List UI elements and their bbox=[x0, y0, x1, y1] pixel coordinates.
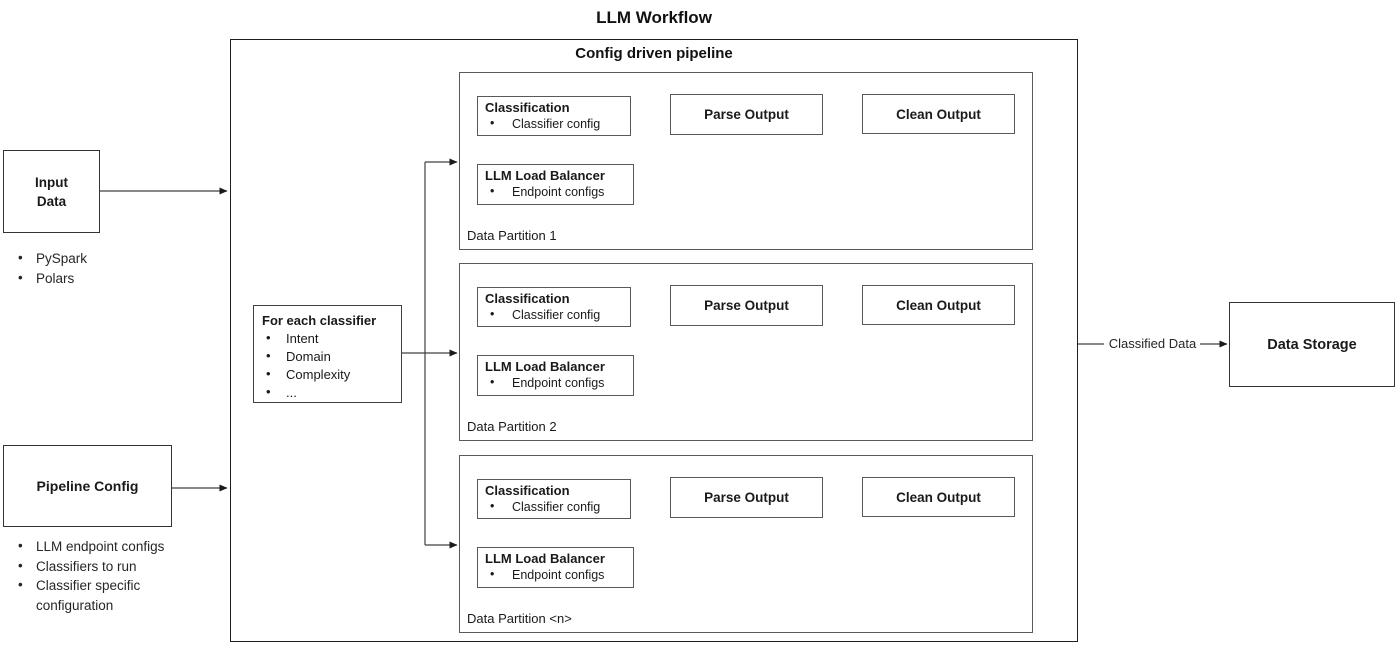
clean-output-box: Clean Output bbox=[862, 477, 1015, 517]
input-data-bullet-list: PySpark Polars bbox=[14, 248, 214, 289]
clean-output-box: Clean Output bbox=[862, 94, 1015, 134]
list-item: Endpoint configs bbox=[485, 566, 633, 583]
llm-load-balancer-box: LLM Load Balancer Endpoint configs bbox=[477, 547, 634, 588]
llm-load-balancer-box: LLM Load Balancer Endpoint configs bbox=[477, 164, 634, 205]
pipeline-box-label: Config driven pipeline bbox=[575, 45, 733, 62]
data-partition-1-box: Classification Classifier config LLM Loa… bbox=[459, 72, 1033, 250]
page-title: LLM Workflow bbox=[596, 8, 712, 27]
pipeline-config-bullet-list: LLM endpoint configs Classifiers to run … bbox=[14, 536, 184, 615]
list-item: Endpoint configs bbox=[485, 374, 633, 391]
classification-box: Classification Classifier config bbox=[477, 287, 631, 327]
classification-title: Classification bbox=[485, 483, 570, 498]
data-storage-box: Data Storage bbox=[1229, 302, 1395, 387]
data-partition-2-box: Classification Classifier config LLM Loa… bbox=[459, 263, 1033, 441]
list-item: Classifier config bbox=[485, 306, 630, 323]
list-item: Endpoint configs bbox=[485, 183, 633, 200]
config-driven-pipeline-box: Config driven pipeline bbox=[230, 39, 1078, 642]
partition-label: Data Partition <n> bbox=[467, 611, 572, 626]
data-partition-n-box: Classification Classifier config LLM Loa… bbox=[459, 455, 1033, 633]
llm-load-balancer-title: LLM Load Balancer bbox=[485, 168, 605, 183]
clean-output-box: Clean Output bbox=[862, 285, 1015, 325]
classification-title: Classification bbox=[485, 291, 570, 306]
list-item: Classifier config bbox=[485, 498, 630, 515]
classification-title: Classification bbox=[485, 100, 570, 115]
classified-data-edge-label: Classified Data bbox=[1105, 336, 1200, 351]
llm-load-balancer-title: LLM Load Balancer bbox=[485, 359, 605, 374]
list-item: Polars bbox=[14, 268, 214, 289]
input-data-box: Input Data bbox=[3, 150, 100, 233]
list-item: Classifiers to run bbox=[14, 556, 184, 577]
list-item: ... bbox=[262, 383, 397, 402]
pipeline-config-box: Pipeline Config bbox=[3, 445, 172, 527]
list-item: Intent bbox=[262, 329, 397, 348]
pipeline-config-label: Pipeline Config bbox=[36, 478, 139, 494]
for-each-classifier-title: For each classifier bbox=[262, 313, 377, 328]
for-each-classifier-list: Intent Domain Complexity ... bbox=[262, 329, 397, 402]
list-item: Classifier config bbox=[485, 115, 630, 132]
list-item: LLM endpoint configs bbox=[14, 536, 184, 557]
parse-output-box: Parse Output bbox=[670, 285, 823, 326]
list-item: PySpark bbox=[14, 248, 214, 269]
classification-box: Classification Classifier config bbox=[477, 479, 631, 519]
parse-output-box: Parse Output bbox=[670, 477, 823, 518]
llm-load-balancer-box: LLM Load Balancer Endpoint configs bbox=[477, 355, 634, 396]
list-item: Classifier specific configuration bbox=[14, 575, 184, 615]
list-item: Complexity bbox=[262, 365, 397, 384]
partition-label: Data Partition 2 bbox=[467, 419, 557, 434]
parse-output-box: Parse Output bbox=[670, 94, 823, 135]
partition-label: Data Partition 1 bbox=[467, 228, 557, 243]
llm-load-balancer-title: LLM Load Balancer bbox=[485, 551, 605, 566]
for-each-classifier-box: For each classifier Intent Domain Comple… bbox=[253, 305, 402, 403]
classification-box: Classification Classifier config bbox=[477, 96, 631, 136]
list-item: Domain bbox=[262, 347, 397, 366]
input-data-label: Input Data bbox=[35, 174, 68, 209]
